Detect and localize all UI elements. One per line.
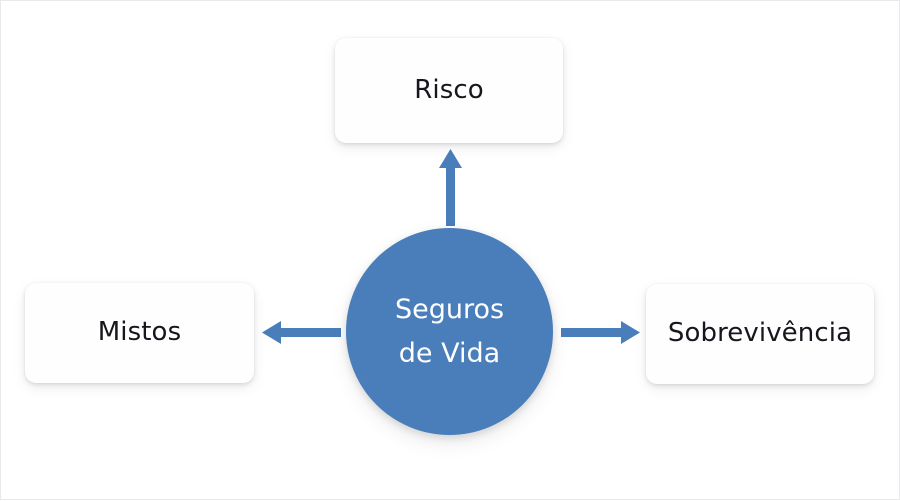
arrow-right-icon bbox=[561, 321, 640, 344]
node-sobrevivencia-label: Sobrevivência bbox=[667, 318, 853, 349]
node-mistos-label: Mistos bbox=[97, 317, 182, 348]
center-node-label-line2: de Vida bbox=[398, 337, 501, 369]
arrow-up-icon bbox=[439, 149, 462, 226]
center-node[interactable]: Seguros de Vida bbox=[346, 228, 553, 435]
center-node-label-line1: Seguros bbox=[394, 293, 505, 325]
node-sobrevivencia[interactable]: Sobrevivência bbox=[646, 284, 874, 384]
arrow-left-icon bbox=[262, 321, 341, 344]
node-mistos[interactable]: Mistos bbox=[25, 283, 254, 383]
node-risco[interactable]: Risco bbox=[335, 38, 563, 143]
node-risco-label: Risco bbox=[414, 74, 484, 105]
